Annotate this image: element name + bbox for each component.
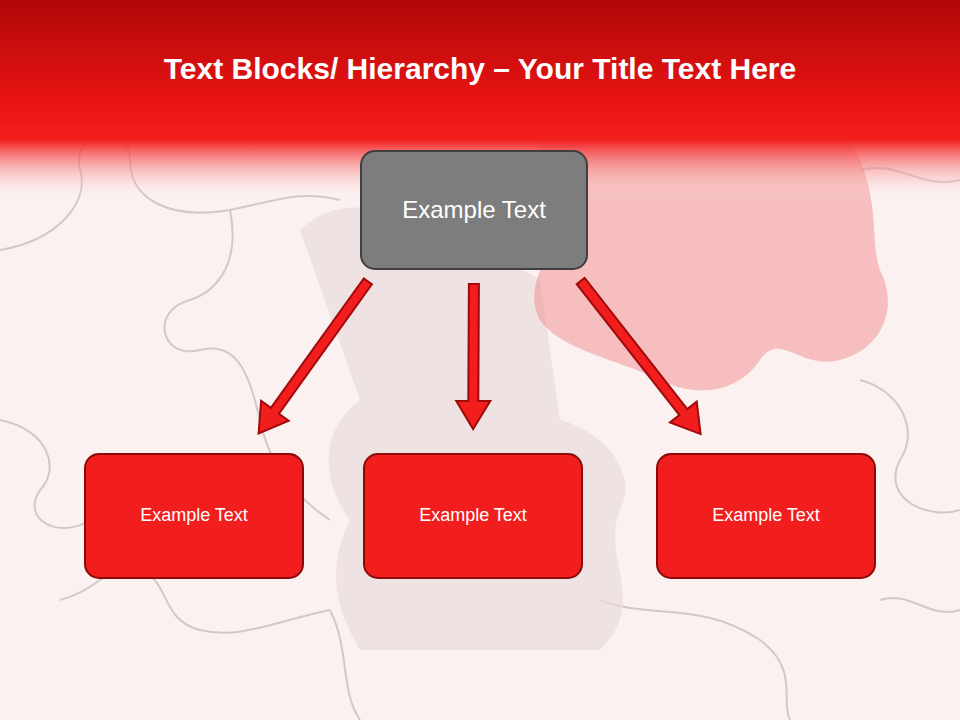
child-box: Example Text bbox=[84, 453, 304, 579]
block-arrow bbox=[456, 284, 490, 429]
slide-title: Text Blocks/ Hierarchy – Your Title Text… bbox=[0, 52, 960, 86]
top-box: Example Text bbox=[360, 150, 588, 270]
block-arrow bbox=[577, 278, 701, 434]
box-label: Example Text bbox=[402, 196, 546, 225]
box-label: Example Text bbox=[140, 505, 248, 527]
child-box: Example Text bbox=[363, 453, 583, 579]
box-label: Example Text bbox=[419, 505, 527, 527]
child-box: Example Text bbox=[656, 453, 876, 579]
block-arrow bbox=[259, 279, 372, 434]
box-label: Example Text bbox=[712, 505, 820, 527]
